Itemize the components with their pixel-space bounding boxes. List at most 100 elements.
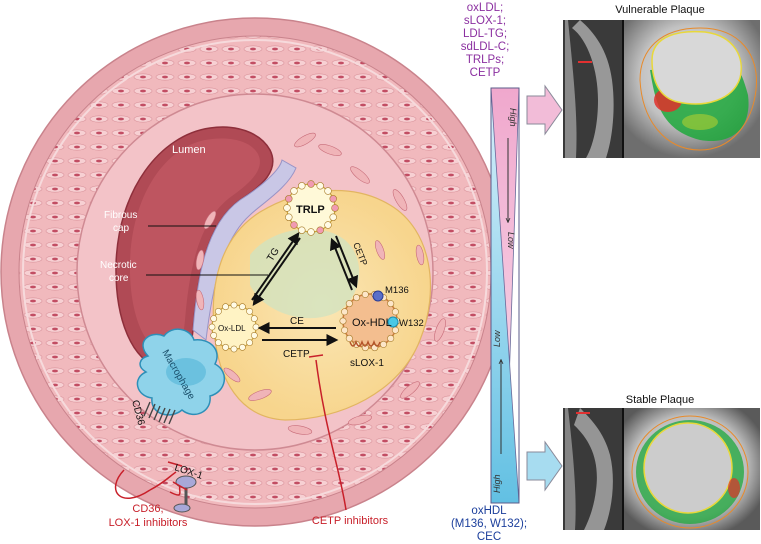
phospholipid-bead: [246, 307, 253, 315]
m136-label: M136: [385, 285, 409, 296]
cd36-receptor: [143, 401, 176, 425]
necrotic-core-label-1: Necrotic: [100, 260, 137, 271]
w132-site: [387, 316, 399, 328]
phospholipid-bead: [210, 331, 218, 339]
phospholipid-bead: [391, 326, 399, 334]
block-arrows: [526, 84, 563, 492]
phospholipid-bead: [238, 343, 246, 351]
fibrous-cap-label-1: Fibrous: [104, 210, 137, 221]
phospholipid-bead: [250, 315, 258, 322]
marker-ldltg: LDL-TG;: [463, 28, 507, 40]
phospholipid-bead: [329, 213, 337, 221]
markers-top: oxLDL; sLOX-1; LDL-TG; sdLDL-C; TRLPs; C…: [461, 2, 510, 79]
cd36-inhibition-line: [114, 469, 151, 500]
phospholipid-bead: [324, 187, 332, 195]
ce-label: CE: [290, 316, 304, 327]
phospholipid-bead: [307, 228, 315, 236]
phospholipid-bead: [298, 226, 306, 234]
necrotic-core-center: [250, 228, 360, 319]
tg-arrow-up: [251, 232, 300, 301]
gradient-bar: High Low Low High: [490, 87, 520, 504]
marker-oxhdl: oxHDL: [471, 505, 507, 517]
phospholipid-bead: [246, 339, 253, 346]
phospholipid-bead: [352, 294, 360, 302]
phospholipid-bead: [250, 331, 258, 339]
phospholipid-bead: [341, 308, 349, 316]
marker-trlps: TRLPs;: [466, 54, 504, 66]
marker-m136-w132: (M136, W132);: [451, 518, 527, 530]
pink-high-label: High: [508, 108, 518, 127]
ox-ldl-particle: [208, 301, 260, 353]
phospholipid-bead: [285, 213, 293, 221]
inhibition-lines: [114, 354, 347, 511]
stable-plaque-title: Stable Plaque: [626, 394, 695, 406]
phospholipid-bead: [324, 221, 332, 229]
phospholipid-bead: [252, 323, 260, 331]
lox1-receptor: [173, 475, 197, 513]
phospholipid-bead: [283, 204, 291, 212]
stable-plaque-panel: Stable Plaque: [563, 394, 760, 530]
marker-oxldl: oxLDL;: [467, 2, 503, 14]
phospholipid-bead: [290, 221, 298, 229]
phospholipid-bead: [222, 343, 229, 351]
m136-site: [372, 290, 384, 302]
phospholipid-bead: [331, 204, 339, 212]
pink-block-arrow: [526, 84, 563, 136]
cd36-inhibitor-label-1: CD36,: [132, 503, 163, 515]
slox1-label: sLOX-1: [350, 358, 384, 369]
cetp-arrow-up: [329, 237, 353, 291]
phospholipid-bead: [238, 303, 246, 311]
fibrous-cap-label-2: cap: [113, 223, 130, 234]
blue-high-label: High: [492, 474, 502, 493]
cetp-inhibitor-label: CETP inhibitors: [312, 515, 389, 527]
cetp-horizontal-label: CETP: [283, 349, 310, 360]
phospholipid-bead: [214, 339, 222, 346]
phospholipid-bead: [391, 308, 399, 316]
marker-slox1: sLOX-1;: [464, 15, 506, 27]
vulnerable-plaque-title: Vulnerable Plaque: [615, 4, 705, 16]
trlp-label: TRLP: [296, 204, 325, 216]
phospholipid-bead: [387, 334, 395, 342]
ox-hdl-label: Ox-HDL: [352, 317, 392, 329]
phospholipid-bead: [345, 334, 353, 342]
phospholipid-bead: [339, 317, 347, 325]
cetp-inhibition-line: [315, 359, 347, 511]
phospholipid-bead: [361, 290, 369, 298]
phospholipid-bead: [222, 303, 229, 311]
slox1-coil: [349, 339, 381, 347]
w132-label: W132: [399, 318, 424, 329]
artery-cross-section: Lumen Fibrous cap Necrotic core TRLP Ox-…: [0, 17, 510, 529]
phospholipid-bead: [379, 340, 387, 348]
phospholipid-bead: [214, 307, 222, 315]
ox-hdl-particle: [339, 290, 401, 352]
blue-low-label: Low: [492, 330, 502, 347]
vulnerable-plaque-panel: Vulnerable Plaque: [563, 4, 760, 158]
necrotic-core-label-2: core: [109, 273, 129, 284]
phospholipid-bead: [210, 315, 218, 322]
phospholipid-bead: [230, 301, 238, 309]
tg-arrow-down: [252, 237, 301, 306]
cd36-inhibitor-label-2: LOX-1 inhibitors: [109, 517, 188, 529]
phospholipid-bead: [329, 195, 337, 203]
phospholipid-bead: [307, 180, 315, 188]
phospholipid-bead: [316, 182, 324, 190]
phospholipid-bead: [230, 345, 238, 353]
pink-low-label: Low: [506, 232, 516, 249]
phospholipid-bead: [345, 300, 353, 308]
markers-bottom: oxHDL (M136, W132); CEC: [451, 505, 527, 543]
phospholipid-bead: [298, 182, 306, 190]
marker-cetp: CETP: [470, 67, 501, 79]
lumen-label: Lumen: [172, 144, 206, 156]
ox-ldl-label: Ox-LDL: [218, 324, 246, 333]
marker-cec: CEC: [477, 531, 501, 543]
phospholipid-bead: [316, 226, 324, 234]
trlp-particle: [283, 180, 339, 236]
blue-block-arrow: [526, 440, 563, 492]
marker-sdldlc: sdLDL-C;: [461, 41, 510, 53]
phospholipid-bead: [290, 187, 298, 195]
exchange-arrows: [251, 232, 359, 346]
phospholipid-bead: [387, 300, 395, 308]
phospholipid-bead: [208, 323, 216, 331]
phospholipid-bead: [341, 326, 349, 334]
